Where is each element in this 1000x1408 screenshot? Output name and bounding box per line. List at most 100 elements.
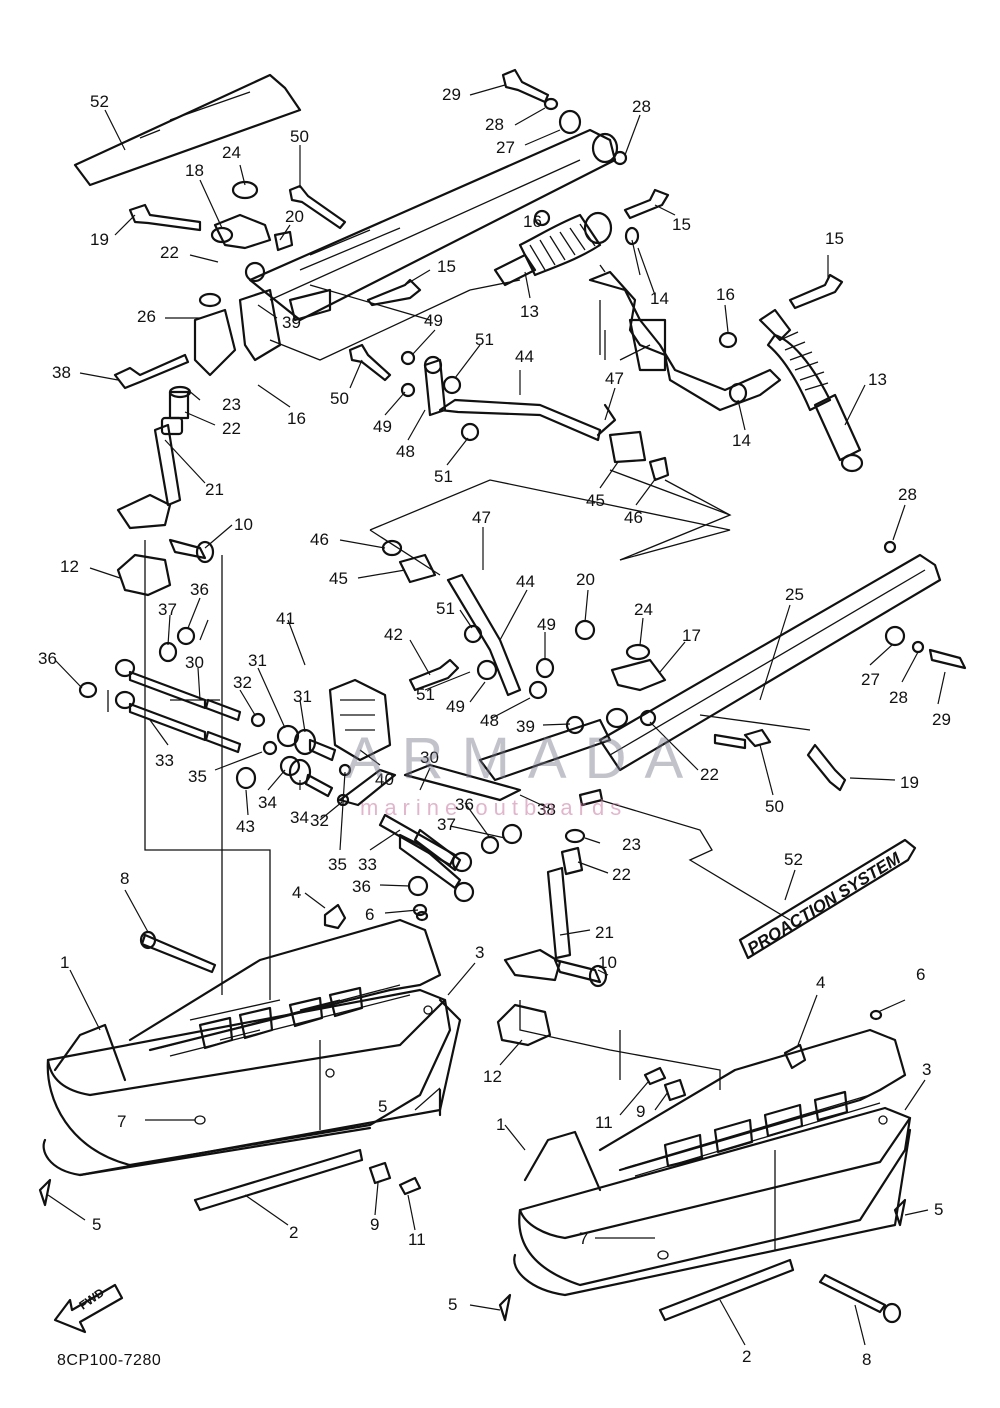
callout-numbers: 52 29 28 27 28 24 50 18 20 19 22 16 15 1…	[38, 85, 951, 1369]
spindle-right	[496, 866, 608, 1047]
callout-52: 52	[784, 850, 803, 869]
callout-11: 11	[595, 1113, 613, 1132]
callout-38: 38	[537, 800, 556, 819]
callout-4: 4	[292, 883, 301, 902]
callout-19: 19	[90, 230, 109, 249]
stabilizer-bar-top	[400, 350, 670, 482]
callout-leaders	[47, 84, 946, 1346]
callout-41: 41	[276, 609, 295, 628]
callout-20: 20	[576, 570, 595, 589]
callout-50: 50	[330, 389, 349, 408]
callout-30: 30	[420, 748, 439, 767]
callout-33: 33	[358, 855, 377, 874]
callout-22: 22	[160, 243, 179, 262]
callout-33: 33	[155, 751, 174, 770]
callout-7: 7	[117, 1112, 126, 1131]
callout-44: 44	[515, 347, 534, 366]
callout-49: 49	[446, 697, 465, 716]
callout-30: 30	[185, 653, 204, 672]
callout-37: 37	[158, 600, 177, 619]
callout-15: 15	[825, 229, 844, 248]
callout-2: 2	[742, 1347, 751, 1366]
callout-49: 49	[537, 615, 556, 634]
callout-29: 29	[932, 710, 951, 729]
callout-28: 28	[485, 115, 504, 134]
ski-right	[513, 1028, 912, 1322]
callout-51: 51	[475, 330, 494, 349]
callout-10: 10	[598, 953, 617, 972]
bolt-15-mid	[366, 278, 422, 307]
callout-1: 1	[60, 953, 69, 972]
callout-19: 19	[900, 773, 919, 792]
bolt-50-top	[288, 184, 347, 230]
callout-36: 36	[38, 649, 57, 668]
callout-8: 8	[862, 1350, 871, 1369]
callout-32: 32	[233, 673, 252, 692]
callout-6: 6	[365, 905, 374, 924]
callout-36: 36	[455, 795, 474, 814]
callout-15: 15	[437, 257, 456, 276]
callout-28: 28	[632, 97, 651, 116]
callout-45: 45	[329, 569, 348, 588]
callout-47: 47	[605, 369, 624, 388]
callout-14: 14	[650, 289, 669, 308]
callout-51: 51	[436, 599, 455, 618]
callout-40: 40	[375, 770, 394, 789]
ski-hardware	[38, 903, 907, 1324]
callout-22: 22	[700, 765, 719, 784]
shock-absorber-center	[493, 211, 613, 287]
callout-20: 20	[285, 207, 304, 226]
callout-15: 15	[672, 215, 691, 234]
callout-5: 5	[92, 1215, 101, 1234]
assembly-frames	[269, 264, 732, 576]
bolt-38	[113, 353, 190, 390]
stabilizer-bar-lower	[381, 539, 555, 700]
callout-51: 51	[434, 467, 453, 486]
callout-52: 52	[90, 92, 109, 111]
rods-30-33	[78, 626, 242, 754]
callout-11: 11	[408, 1230, 426, 1249]
callout-22: 22	[222, 419, 241, 438]
callout-42: 42	[384, 625, 403, 644]
callout-34: 34	[258, 793, 277, 812]
connection-lines	[107, 284, 811, 1250]
upper-arm-assembly	[248, 128, 619, 322]
callout-49: 49	[373, 417, 392, 436]
callout-7: 7	[579, 1229, 588, 1248]
callout-50: 50	[290, 127, 309, 146]
bracket-26	[193, 180, 294, 377]
callout-48: 48	[396, 442, 415, 461]
callout-35: 35	[328, 855, 347, 874]
watermark-tagline: marine outboards	[360, 795, 628, 820]
diagram-code: 8CP100-7280	[57, 1352, 162, 1369]
callout-13: 13	[868, 370, 887, 389]
part-52-plate-top	[73, 73, 302, 187]
callout-9: 9	[370, 1215, 379, 1234]
lower-arms-center	[338, 718, 612, 917]
callout-34: 34	[290, 808, 309, 827]
callout-5: 5	[378, 1097, 387, 1116]
callout-25: 25	[785, 585, 804, 604]
bolt-15-right	[718, 273, 844, 349]
callout-28: 28	[898, 485, 917, 504]
callout-27: 27	[861, 670, 880, 689]
callout-31: 31	[293, 687, 312, 706]
callout-28: 28	[889, 688, 908, 707]
callout-36: 36	[352, 877, 371, 896]
callout-22: 22	[612, 865, 631, 884]
long-arm-right-25	[560, 540, 967, 876]
placard-52: PROACTION SYSTEM	[738, 838, 917, 960]
callout-1: 1	[496, 1115, 505, 1134]
callout-14: 14	[732, 431, 751, 450]
callout-3: 3	[922, 1060, 931, 1079]
ski-left	[42, 918, 462, 1212]
callout-23: 23	[622, 835, 641, 854]
callout-49: 49	[424, 311, 443, 330]
callout-2: 2	[289, 1223, 298, 1242]
watermark-brand: ARMADA	[345, 726, 702, 791]
callout-39: 39	[282, 313, 301, 332]
callout-5: 5	[934, 1200, 943, 1219]
callout-5: 5	[448, 1295, 457, 1314]
part-12-left	[116, 538, 215, 597]
